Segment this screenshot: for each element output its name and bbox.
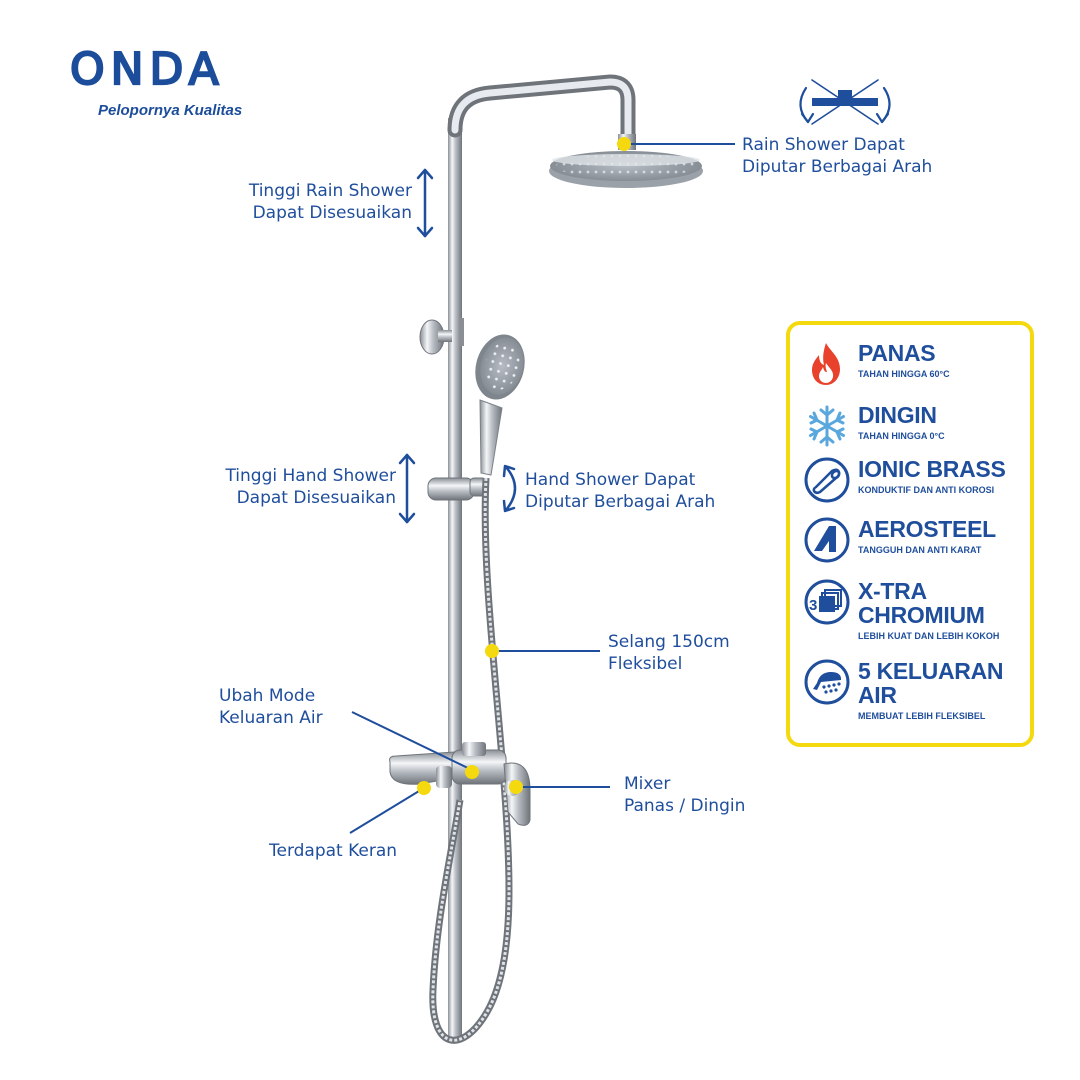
feature-title: PANAS (858, 340, 936, 366)
callout-lines (349, 143, 735, 834)
features-panel: PANAS TAHAN HINGGA 60°C DING (786, 321, 1034, 747)
callout-hose: Selang 150cm Fleksibel (608, 632, 730, 674)
brand-tagline: Pelopornya Kualitas (98, 102, 243, 119)
feature-5-keluaran-air: 5 KELUARAN AIR MEMBUAT LEBIH FLEKSIBEL (804, 659, 1030, 723)
callout-hand-height: Tinggi Hand Shower Dapat Disesuaikan (225, 466, 396, 508)
mixer-valve (389, 742, 531, 826)
feature-subtitle: LEBIH KUAT DAN LEBIH KOKOH (858, 631, 1000, 641)
flame-icon (812, 343, 840, 385)
hand-shower (475, 334, 525, 476)
hand-shower-holder (427, 477, 487, 501)
brand-name: ONDA (69, 44, 225, 95)
brand-logo: ONDA Pelopornya Kualitas (69, 44, 243, 119)
chrome-layers-count: 3 (809, 597, 817, 614)
feature-title: X-TRA CHROMIUM (858, 578, 985, 628)
feature-xtra-chromium: 3 X-TRA CHROMIUM LEBIH KUAT DAN LEBIH KO… (804, 579, 1030, 643)
feature-subtitle: TAHAN HINGGA 0°C (858, 431, 945, 441)
feature-subtitle: TANGGUH DAN ANTI KARAT (858, 545, 982, 555)
callout-dots (417, 137, 631, 795)
aerosteel-icon (804, 517, 850, 563)
feature-subtitle: TAHAN HINGGA 60°C (858, 369, 950, 379)
feature-aerosteel: AEROSTEEL TANGGUH DAN ANTI KARAT (804, 517, 1030, 569)
feature-ionic-brass: IONIC BRASS KONDUKTIF DAN ANTI KOROSI (804, 457, 1030, 509)
riser-pipe (447, 74, 636, 1038)
hand-rotate-arrow-icon (502, 464, 517, 513)
callout-mixer: Mixer Panas / Dingin (624, 774, 746, 816)
feature-title: AEROSTEEL (858, 516, 996, 542)
feature-subtitle: KONDUKTIF DAN ANTI KOROSI (858, 485, 995, 495)
feature-dingin: DINGIN TAHAN HINGGA 0°C (804, 403, 1030, 453)
callout-tap: Terdapat Keran (269, 841, 398, 861)
callout-rain-height: Tinggi Rain Shower Dapat Disesuaikan (248, 181, 412, 223)
hand-height-arrow-icon (398, 453, 416, 524)
rain-rotate-icon (799, 79, 891, 125)
rain-shower-head (549, 134, 703, 188)
feature-subtitle: MEMBUAT LEBIH FLEKSIBEL (858, 711, 986, 721)
feature-title: 5 KELUARAN AIR (858, 658, 1004, 708)
feature-panas: PANAS TAHAN HINGGA 60°C (804, 341, 1030, 397)
shower-spray-icon (804, 659, 850, 705)
feature-title: IONIC BRASS (858, 456, 1006, 482)
callout-hand-rotate: Hand Shower Dapat Diputar Berbagai Arah (525, 470, 716, 512)
snowflake-icon (809, 405, 845, 447)
wall-bracket (419, 318, 464, 355)
callout-rain-rotate: Rain Shower Dapat Diputar Berbagai Arah (742, 135, 933, 177)
callout-mode: Ubah Mode Keluaran Air (219, 686, 323, 728)
rain-height-arrow-icon (416, 168, 434, 238)
brass-pipe-icon (804, 457, 850, 503)
feature-title: DINGIN (858, 402, 937, 428)
chrome-layers-icon: 3 (804, 579, 850, 625)
flexible-hose (429, 477, 513, 1044)
